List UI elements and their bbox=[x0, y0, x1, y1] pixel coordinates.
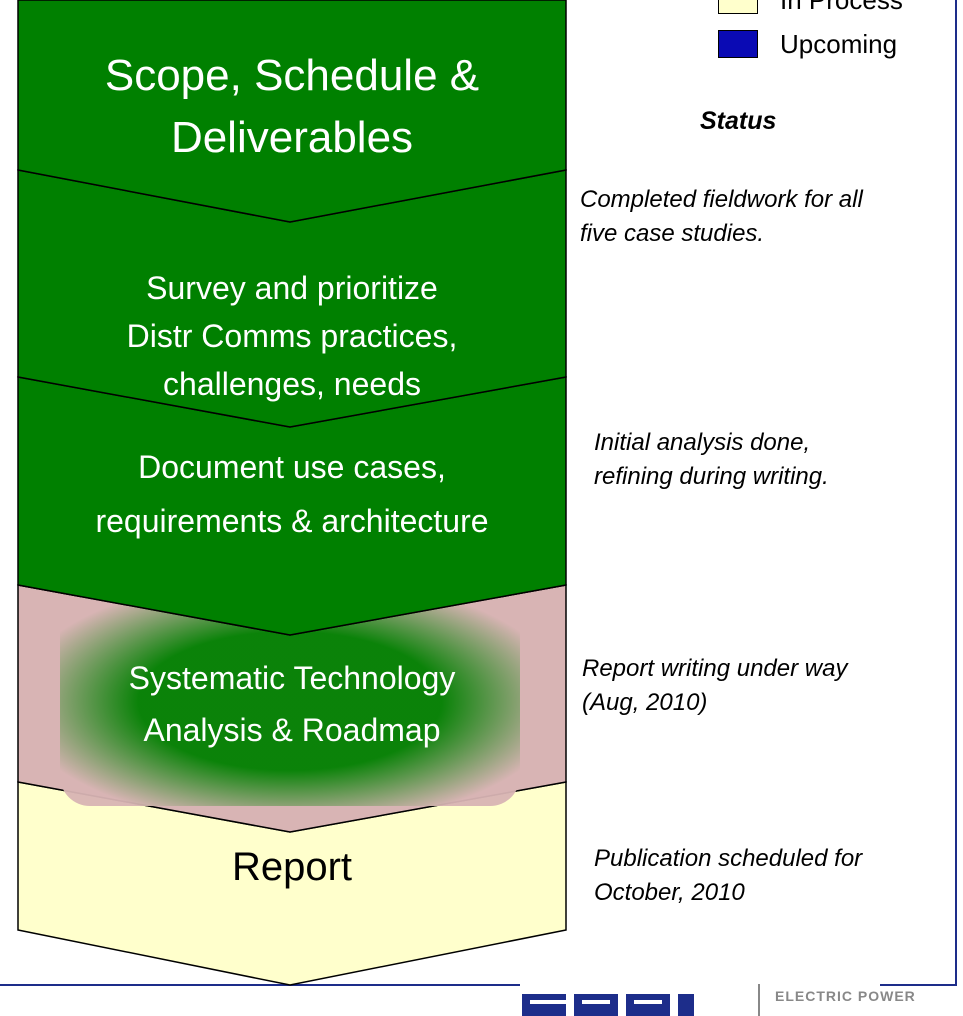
legend-label-in-process: In Process bbox=[780, 0, 903, 15]
legend-swatch-in-process bbox=[718, 0, 758, 14]
frame-border-right bbox=[955, 0, 957, 986]
epri-logo bbox=[522, 994, 694, 1016]
status-heading: Status bbox=[700, 107, 777, 135]
stage-1-label: Scope, Schedule & Deliverables bbox=[104, 51, 480, 162]
stage-3-label: Document use cases, requirements & archi… bbox=[95, 449, 489, 539]
stage-4-label: Systematic Technology Analysis & Roadmap bbox=[128, 660, 456, 748]
status-note-fieldwork: Completed fieldwork for all five case st… bbox=[580, 186, 863, 247]
legend-label-upcoming: Upcoming bbox=[780, 29, 898, 59]
logo-tagline: ELECTRIC POWER bbox=[775, 988, 916, 1004]
stage-4-glow bbox=[60, 596, 520, 806]
stage-1-scope-chevron bbox=[17, 0, 567, 223]
status-note-publication: Publication scheduled for October, 2010 bbox=[594, 845, 863, 906]
stage-2-label: Survey and prioritize Distr Comms practi… bbox=[126, 270, 458, 402]
frame-border-bottom-right bbox=[880, 984, 957, 986]
stage-5-label: Report bbox=[231, 845, 353, 889]
status-note-analysis: Initial analysis done, refining during w… bbox=[594, 429, 829, 490]
frame-border-bottom-left bbox=[0, 984, 520, 986]
status-note-report-writing: Report writing under way (Aug, 2010) bbox=[582, 655, 848, 716]
legend-swatch-upcoming bbox=[718, 30, 758, 58]
logo-divider bbox=[758, 984, 760, 1016]
